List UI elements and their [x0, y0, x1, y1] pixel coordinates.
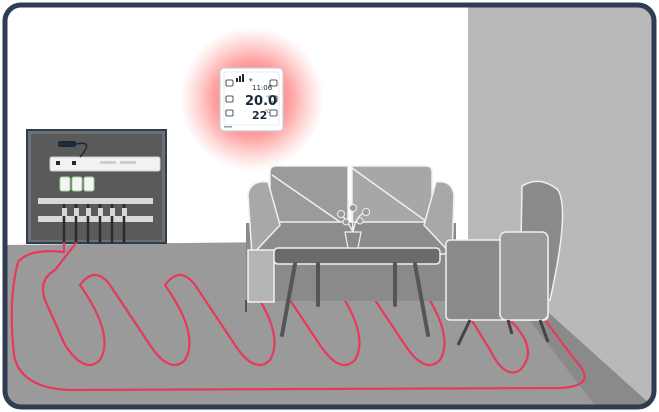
svg-text:☀: ☀ [248, 77, 254, 84]
thermostat-room-temp: 22 [252, 109, 267, 122]
thermostat-room-unit: °C [265, 109, 270, 114]
thermostat-icon[interactable]: ☀ 11:06 20.0 °C 22 °C [219, 67, 284, 132]
thermostat-time: 11:06 [252, 84, 273, 92]
coffee-table-icon [273, 247, 441, 337]
thermostat-target-unit: °C [266, 95, 271, 100]
heating-pipe [10, 241, 586, 392]
manifold-icon [26, 129, 167, 244]
thermostat-target-temp: 20.0 [245, 94, 277, 109]
armchair-icon [445, 180, 564, 346]
side-wall [468, 5, 654, 407]
plant-icon [337, 204, 370, 249]
